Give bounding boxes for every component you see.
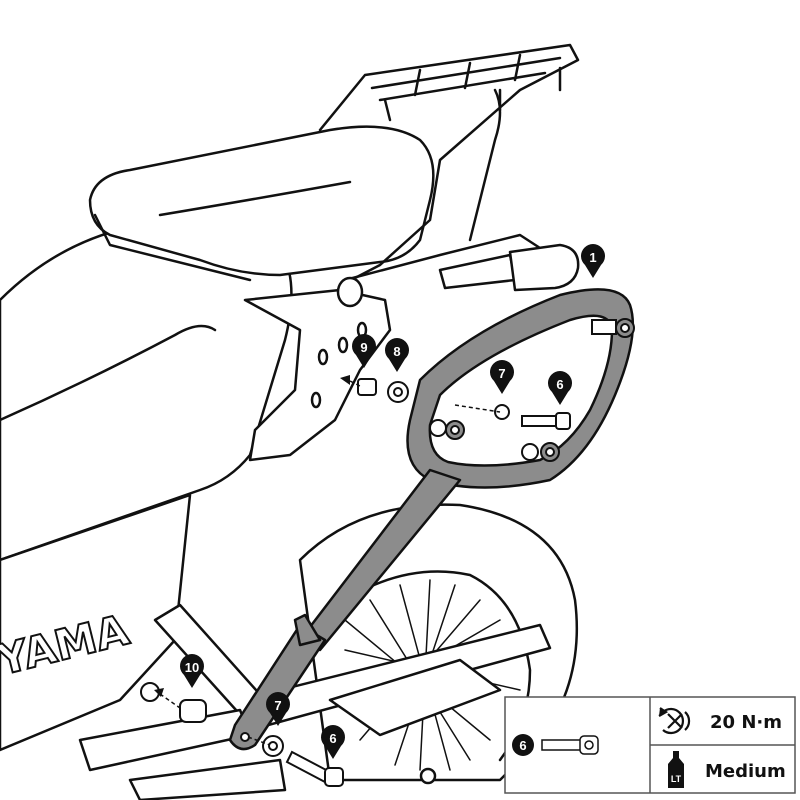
svg-text:9: 9 — [360, 340, 367, 355]
rack-rails — [370, 53, 562, 122]
callout-8: 8 — [385, 338, 410, 372]
rear-rack — [318, 43, 580, 280]
frame-hole — [310, 391, 322, 409]
spec-legend: 6 20 N·m LT Medium — [504, 696, 796, 794]
svg-text:6: 6 — [519, 738, 526, 753]
callout-6-bottom: 6 — [321, 725, 345, 759]
carrier-strut — [298, 468, 462, 652]
chain-guard — [328, 658, 502, 737]
bracket-hole — [240, 732, 250, 742]
bolt-6-bottom — [285, 750, 344, 787]
spacer-10 — [140, 682, 207, 723]
svg-text:1: 1 — [589, 250, 596, 265]
bolt-6-top — [521, 412, 571, 430]
callout-1: 1 — [581, 244, 605, 278]
frame-hole — [317, 348, 329, 366]
bolt-mid-left — [429, 419, 465, 440]
svg-text:6: 6 — [329, 731, 336, 746]
mount-boss — [336, 276, 364, 308]
svg-text:LT: LT — [671, 774, 682, 784]
side-panel-fold — [0, 324, 217, 422]
frame-hole — [337, 336, 349, 354]
assembly-lines — [159, 380, 501, 746]
washer-8 — [387, 381, 409, 403]
washer-7-top — [494, 404, 510, 420]
svg-text:7: 7 — [498, 366, 505, 381]
callout-10: 10 — [180, 654, 205, 688]
arrow-heads — [154, 375, 350, 697]
frame-plate — [243, 288, 392, 462]
threadlock-bottle-icon: LT — [668, 751, 684, 788]
bolt-upper-right — [591, 318, 635, 338]
hardware — [140, 318, 635, 787]
washer-7-bottom — [262, 735, 284, 757]
callout-9: 9 — [351, 334, 377, 368]
indicator-stem — [438, 253, 517, 290]
bolt-mid-right — [521, 442, 560, 462]
svg-text:7: 7 — [274, 698, 281, 713]
carrier-tab — [293, 613, 322, 647]
callout-6-top: 6 — [548, 371, 572, 405]
lower-frame-2 — [128, 758, 287, 800]
seat-edge — [93, 213, 252, 282]
torque-value: 20 N·m — [710, 712, 782, 733]
lower-frame — [78, 708, 252, 772]
side-carrier-bracket — [228, 288, 635, 751]
torque-wrench-icon — [658, 707, 691, 735]
callout-7-top: 7 — [490, 360, 515, 394]
rack-inner — [468, 88, 502, 242]
indicator — [508, 243, 580, 292]
svg-text:10: 10 — [185, 660, 199, 675]
legend-part-callout: 6 — [512, 734, 534, 756]
spacer-9 — [357, 378, 377, 396]
threadlock-value: Medium — [705, 761, 786, 782]
carrier-leg — [228, 623, 327, 751]
callout-7-bottom: 7 — [266, 692, 290, 726]
bolt-icon — [541, 735, 599, 755]
pivot-bolt — [419, 767, 437, 785]
svg-text:6: 6 — [556, 377, 563, 392]
seat-seam — [158, 180, 352, 217]
svg-text:8: 8 — [393, 344, 400, 359]
seat — [88, 125, 435, 277]
lower-panel — [0, 493, 192, 752]
rack-side — [343, 233, 542, 282]
